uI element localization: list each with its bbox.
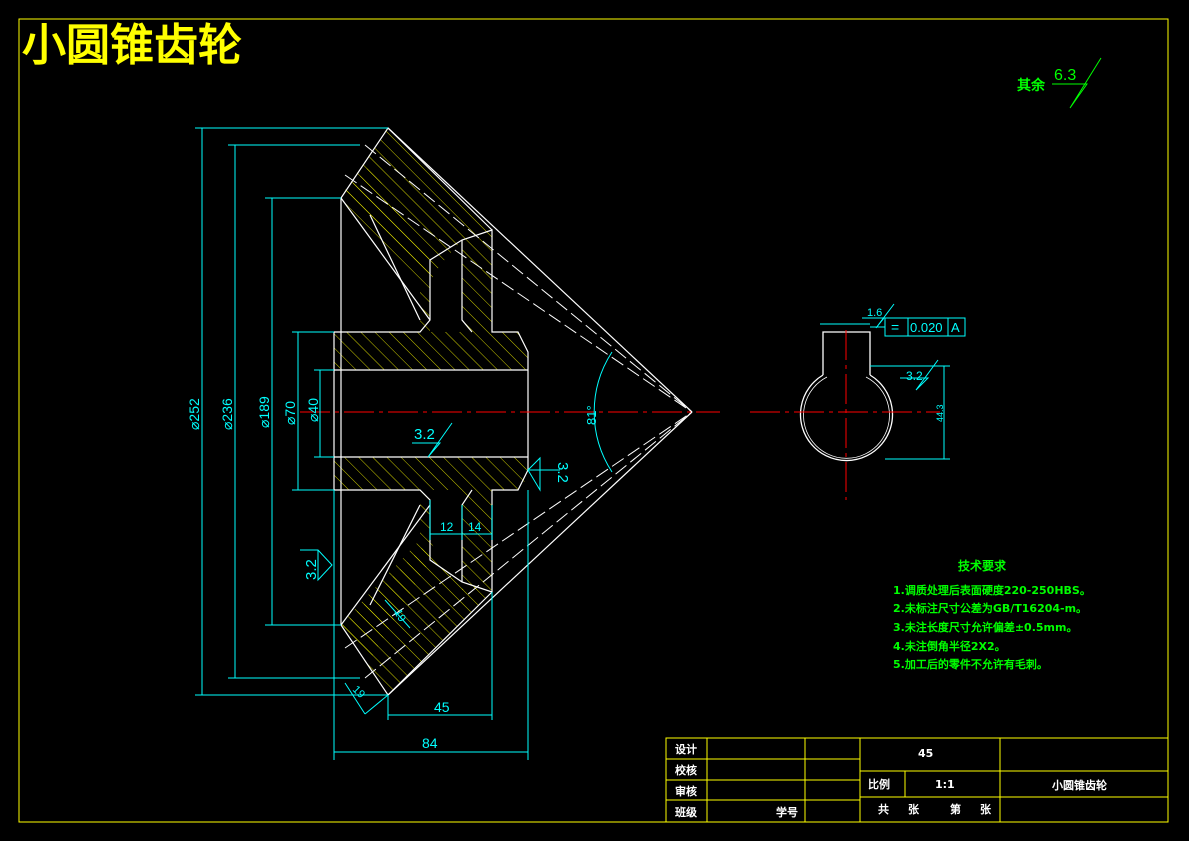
tolerance-symbol: = — [891, 319, 899, 335]
drawing-border — [18, 18, 1169, 823]
general-roughness-note: 其余 6.3 — [1017, 57, 1102, 109]
dim-d236: ⌀236 — [219, 398, 235, 430]
tech-item-4: 4.未注倒角半径2X2。 — [893, 639, 1006, 653]
gear-end-view: 1.6 = 0.020 A 3.2 44.3 — [750, 303, 966, 500]
title-block-part-name: 小圆锥齿轮 — [1051, 778, 1107, 792]
dim-chamfer-19-inner: 19 — [391, 608, 408, 625]
dim-chamfer-19-outer: 19 — [350, 684, 367, 701]
tech-item-5: 5.加工后的零件不允许有毛刺。 — [893, 657, 1048, 671]
dim-d70: ⌀70 — [282, 401, 298, 425]
tolerance-datum: A — [951, 320, 960, 335]
title-block: 设计 校核 审核 班级 学号 45 比例 1:1 小圆锥齿轮 共 张 第 张 — [665, 737, 1169, 823]
dim-d189: ⌀189 — [256, 396, 272, 428]
roughness-symbol-icon — [1052, 57, 1102, 109]
keyway-depth-dim: 44.3 — [935, 404, 945, 422]
tech-item-3: 3.未注长度尺寸允许偏差±0.5mm。 — [893, 620, 1077, 634]
title-block-review-label: 审核 — [675, 784, 697, 798]
title-block-design-label: 设计 — [675, 742, 697, 756]
dim-45: 45 — [434, 699, 450, 715]
dim-d252: ⌀252 — [186, 398, 202, 430]
title-block-class-label: 班级 — [675, 805, 698, 819]
tech-item-1: 1.调质处理后表面硬度220-250HBS。 — [893, 583, 1091, 597]
border-corner — [18, 18, 25, 25]
title-block-material: 45 — [918, 747, 933, 760]
title-block-nth-label: 第 — [950, 802, 961, 816]
title-block-scale-value: 1:1 — [935, 778, 955, 791]
roughness-right-value: 3.2 — [554, 462, 571, 483]
tech-requirements-heading: 技术要求 — [958, 558, 1007, 573]
title-block-total-label: 共 — [878, 802, 889, 816]
tech-requirements: 技术要求 1.调质处理后表面硬度220-250HBS。 2.未标注尺寸公差为GB… — [893, 558, 1091, 671]
tech-item-2: 2.未标注尺寸公差为GB/T16204-m。 — [893, 601, 1087, 615]
cone-angle-label: 81° — [584, 405, 599, 425]
cone-angle-arc — [593, 351, 613, 473]
section-hatch-tooth-lower — [341, 540, 492, 695]
roughness-note-value: 6.3 — [1054, 67, 1076, 84]
title-block-student-no-label: 学号 — [776, 805, 798, 819]
keyway-roughness-value: 1.6 — [867, 307, 882, 319]
title-block-scale-label: 比例 — [868, 777, 890, 791]
gear-section-view: 81° — [186, 127, 720, 760]
roughness-bore-value: 3.2 — [414, 426, 435, 443]
tolerance-value: 0.020 — [910, 320, 943, 335]
roughness-left-value: 3.2 — [303, 559, 320, 580]
section-hatch-tooth-upper — [341, 128, 492, 282]
title-block-sheets2-label: 张 — [980, 802, 992, 816]
dim-84: 84 — [422, 735, 438, 751]
dim-12: 12 — [440, 520, 454, 534]
roughness-note-label: 其余 — [1017, 77, 1046, 94]
title-block-check-label: 校核 — [675, 763, 697, 777]
title-block-sheets-label: 张 — [908, 802, 920, 816]
dim-d40: ⌀40 — [305, 398, 321, 422]
drawing-title: 小圆锥齿轮 — [22, 20, 242, 71]
key-roughness-value: 3.2 — [906, 369, 923, 383]
dim-14: 14 — [468, 520, 482, 534]
